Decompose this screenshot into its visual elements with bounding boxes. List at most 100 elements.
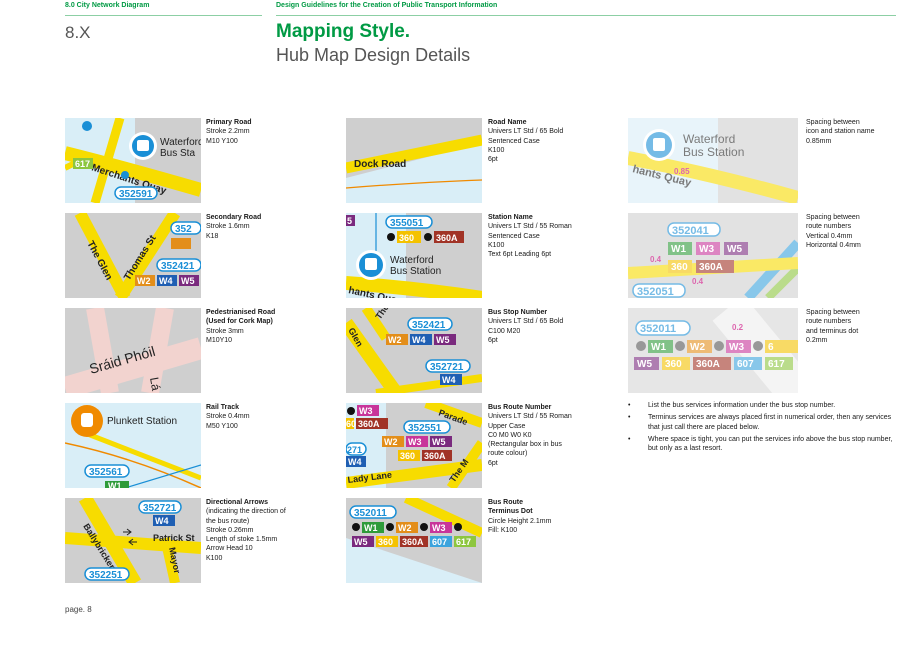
caption-line: Stroke 0.4mm (206, 413, 250, 421)
caption-line: 6pt (488, 459, 498, 467)
route-label: W4 (348, 457, 362, 467)
measurement-label: 0.4 (692, 277, 704, 286)
road-name-thumb: Dock Road (346, 118, 482, 203)
route-label: 60 (346, 419, 356, 429)
stop-number-label: 355051 (390, 218, 424, 229)
stop-number-label: 352041 (672, 225, 709, 237)
notes-list: List the bus services information under … (628, 401, 898, 456)
stop-number-label: 352421 (161, 261, 195, 272)
caption-bus-route-terminus: Bus Route Terminus Dot Circle Height 2.1… (488, 498, 608, 535)
caption-line: Horizontal 0.4mm (806, 241, 861, 249)
route-label: W3 (699, 244, 714, 255)
caption-line: Univers LT Std / 55 Roman (488, 413, 572, 421)
caption-title: Secondary Road (206, 214, 262, 221)
caption-line: M50 Y100 (206, 422, 238, 430)
road-name-label: Dock Road (354, 159, 406, 170)
route-label: 360 (378, 537, 393, 547)
note-item: Where space is tight, you can put the se… (628, 435, 898, 454)
stop-number-label: 352051 (637, 286, 674, 298)
route-label: W5 (637, 359, 652, 370)
route-label: W4 (159, 276, 173, 286)
caption-line: and terminus dot (806, 327, 859, 335)
route-label: 360A (699, 262, 723, 273)
station-name-label: Bus Station (683, 145, 744, 159)
bus-stop-number-thumb: Tho Glen 352421 W2 W4 W5 352721 W4 (346, 308, 482, 393)
route-label: 360 (400, 451, 415, 461)
caption-line: 0.2mm (806, 336, 828, 344)
caption-title: Directional Arrows (206, 499, 268, 506)
caption-line: K18 (206, 232, 219, 240)
caption-primary-road: Primary Road Stroke 2.2mm M10 Y100 (206, 118, 326, 146)
route-label: W2 (690, 342, 705, 353)
stop-number-label: 352011 (640, 323, 676, 335)
caption-title: Primary Road (206, 119, 252, 126)
route-label: 360 (665, 359, 682, 370)
route-label: 360A (358, 419, 380, 429)
route-label: W1 (651, 342, 666, 353)
caption-line: Arrow Head 10 (206, 545, 253, 553)
caption-line: route colour) (488, 450, 528, 458)
stop-number-label: 352721 (430, 362, 464, 373)
route-label: W5 (432, 437, 446, 447)
route-label: 360 (671, 262, 688, 273)
route-label: 360A (436, 233, 458, 243)
caption-pedestrianised-road: Pedestrianised Road (Used for Cork Map) … (206, 308, 326, 345)
caption-line: Stroke 3mm (206, 327, 244, 335)
caption-secondary-road: Secondary Road Stroke 1.6mm K18 (206, 213, 326, 241)
caption-title: Bus Stop Number (488, 309, 548, 316)
route-label: W1 (108, 481, 122, 488)
stop-number-label: 352591 (119, 189, 153, 200)
caption-line: 6pt (488, 156, 498, 164)
route-spacing-thumb: 352041 W1 W3 W5 360 360A 0.4 0.4 352051 (628, 213, 798, 298)
route-label: W3 (432, 523, 446, 533)
station-name-label: Plunkett Station (107, 416, 177, 427)
caption-line: Univers LT Std / 55 Roman (488, 223, 572, 231)
caption-line: Sentenced Case (488, 232, 540, 240)
station-name-label: Waterford (683, 132, 735, 146)
caption-line: Univers LT Std / 65 Bold (488, 318, 564, 326)
caption-line: Stroke 1.6mm (206, 223, 250, 231)
caption-line: (Used for Cork Map) (206, 318, 273, 326)
header-rule-right (276, 15, 896, 16)
caption-terminus-spacing: Spacing between route numbers and termin… (806, 308, 898, 345)
caption-line: Circle Height 2.1mm (488, 517, 552, 525)
caption-title: Spacing between (806, 119, 860, 126)
route-label: W2 (137, 276, 151, 286)
caption-title: Spacing between (806, 214, 860, 221)
stop-number-label: 352721 (143, 503, 177, 514)
route-label: 607 (737, 359, 754, 370)
caption-line: route numbers (806, 318, 852, 326)
note-item: Terminus services are always placed firs… (628, 413, 898, 432)
stop-number-label: 352551 (408, 423, 442, 434)
route-label: W3 (729, 342, 744, 353)
route-label: 360A (402, 537, 424, 547)
route-label: 617 (456, 537, 471, 547)
caption-line: 0.85mm (806, 137, 832, 145)
caption-line: Stroke 0.26mm (206, 526, 254, 534)
route-label: W5 (354, 537, 368, 547)
caption-line: route numbers (806, 223, 852, 231)
caption-title: Road Name (488, 119, 527, 126)
caption-road-name: Road Name Univers LT Std / 65 Bold Sente… (488, 118, 608, 164)
caption-title: Pedestrianised Road (206, 309, 276, 316)
caption-bus-route-number: Bus Route Number Univers LT Std / 55 Rom… (488, 403, 608, 468)
header-rule-left (65, 15, 262, 16)
route-label: 607 (432, 537, 447, 547)
station-name-thumb: 5 355051 360 360A Waterford Bus Station … (346, 213, 482, 298)
caption-line: Fill: K100 (488, 526, 518, 534)
route-label: W4 (442, 375, 456, 385)
caption-line: M10Y10 (206, 336, 233, 344)
caption-line: the bus route) (206, 517, 250, 525)
page-number: page. 8 (65, 605, 92, 614)
measurement-label: 0.85 (674, 167, 690, 176)
route-label: W2 (384, 437, 398, 447)
note-item: List the bus services information under … (628, 401, 898, 411)
route-label: 360A (424, 451, 446, 461)
route-label: W1 (364, 523, 378, 533)
caption-line: K100 (488, 146, 505, 154)
caption-directional-arrows: Directional Arrows (indicating the direc… (206, 498, 326, 563)
caption-line: K100 (206, 554, 223, 562)
stop-number-label: 271 (347, 445, 362, 455)
route-label: W4 (412, 335, 426, 345)
station-name-label: Bus Station (390, 266, 441, 277)
